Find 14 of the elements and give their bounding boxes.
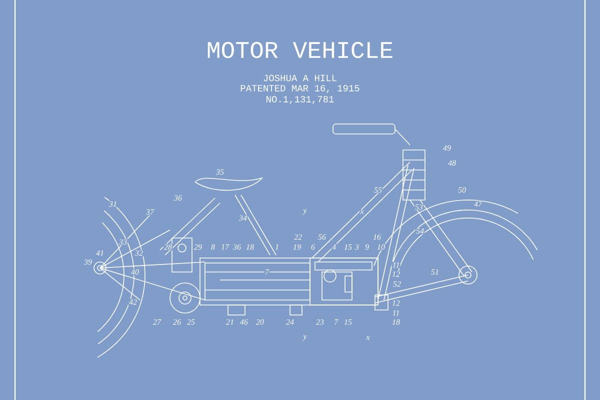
callout-number: y [302,334,308,342]
callout-number: x [360,210,364,214]
callout-number: 7 [264,268,270,276]
callout-number: 9 [364,244,370,250]
subtitle-text: JOSHUA A HILL [262,74,338,82]
diagram-title: MOTOR VEHICLE [208,42,392,58]
callout-number: 6 [310,244,316,250]
callout-number: 3 [354,244,360,250]
callout-number: 1 [274,244,280,250]
callout-number: y [302,208,308,216]
callout-number: 4 [331,244,337,250]
callout-number: x [366,336,370,340]
callout-number: 7 [333,318,339,326]
callout-number: 8 [210,244,216,250]
